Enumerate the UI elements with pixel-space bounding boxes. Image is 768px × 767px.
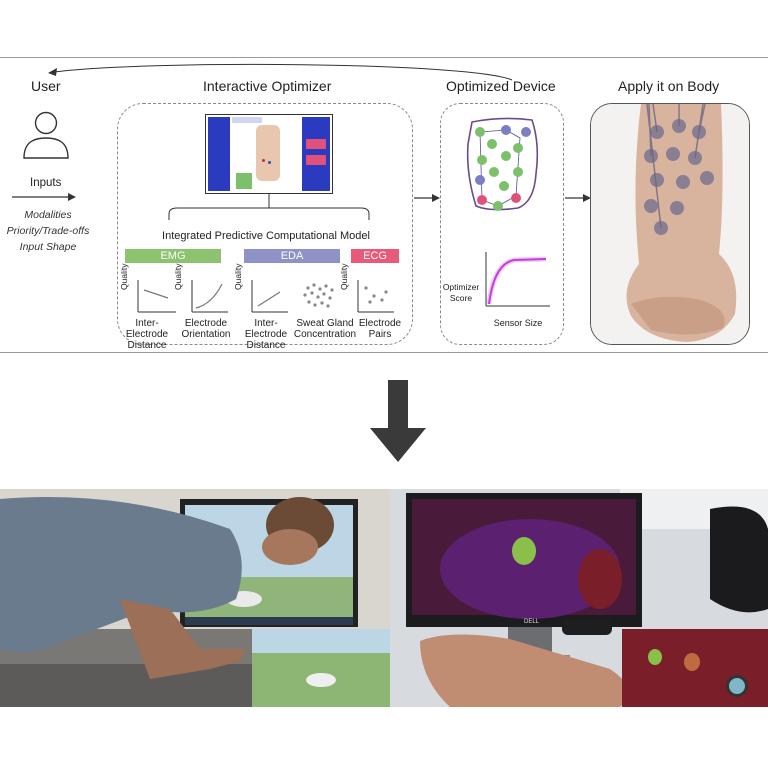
user-icon <box>23 111 69 159</box>
photo-emg-pushup <box>0 489 390 707</box>
pipeline-panel <box>0 57 768 353</box>
mini-plots <box>137 280 394 313</box>
optimizer-screen <box>205 114 333 194</box>
model-bracket <box>168 194 370 220</box>
device-layout <box>466 117 539 211</box>
input-item-modalities: Modalities <box>24 209 72 221</box>
tag-emg: EMG <box>125 249 221 263</box>
plot-eda-distance <box>251 280 288 313</box>
body-photo <box>590 103 750 345</box>
inputs-arrow <box>12 193 76 201</box>
section-title-optimizer: Interactive Optimizer <box>203 78 332 94</box>
plot1-ylabel: Quality <box>119 263 129 290</box>
vr-scene: DELL <box>390 489 768 707</box>
score-plot <box>485 252 550 307</box>
vr-game-eye <box>726 675 748 697</box>
arrow-to-body <box>565 194 591 202</box>
inputs-title: Inputs <box>30 177 62 189</box>
device-box <box>440 103 564 345</box>
monitor-brand: DELL <box>524 619 540 625</box>
photo-vr-ecg: DELL <box>390 489 768 707</box>
arrow-to-device <box>414 194 440 202</box>
arm-image <box>591 104 749 344</box>
section-title-apply: Apply it on Body <box>618 78 720 94</box>
plot-sweat-gland <box>303 283 334 308</box>
optimizer-box <box>117 103 413 345</box>
vr-game-inset <box>622 629 768 707</box>
plot3-ylabel: Quality <box>233 263 243 290</box>
input-item-priority: Priority/Trade-offs <box>6 225 90 237</box>
screen-left-panel <box>208 117 230 191</box>
plot2-ylabel: Quality <box>173 263 183 290</box>
plot-ecg-pairs <box>357 280 394 313</box>
inputs-list: Modalities Priority/Trade-offs Input Sha… <box>0 207 96 255</box>
screen-right-panel <box>302 117 330 191</box>
tag-ecg: ECG <box>351 249 399 263</box>
emg-game-inset <box>252 629 390 707</box>
tag-eda: EDA <box>244 249 340 263</box>
model-title: Integrated Predictive Computational Mode… <box>162 230 370 242</box>
section-title-user: User <box>31 78 61 94</box>
section-title-device: Optimized Device <box>446 78 556 94</box>
down-arrow <box>370 380 426 462</box>
score-xlabel: Sensor Size <box>493 318 543 328</box>
plot5-ylabel: Quality <box>339 263 349 290</box>
feedback-arrow <box>48 63 513 81</box>
emg-game-character <box>306 673 336 687</box>
plot-emg-orientation <box>191 280 228 313</box>
screen-arm-image <box>256 125 280 181</box>
input-item-shape: Input Shape <box>19 241 77 253</box>
plot-emg-distance <box>137 280 176 313</box>
